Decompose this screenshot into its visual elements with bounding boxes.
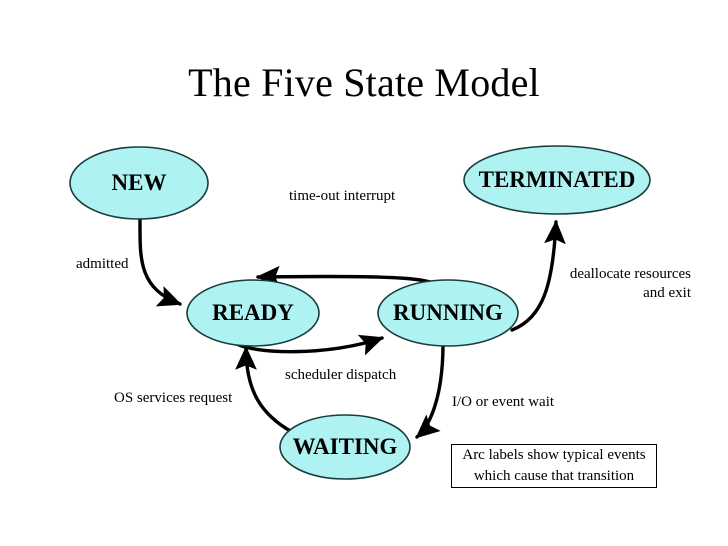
state-node-running[interactable] bbox=[377, 279, 519, 347]
arc-label-os-services-request: OS services request bbox=[114, 390, 233, 406]
state-node-waiting[interactable] bbox=[279, 414, 411, 480]
arc-label-admitted: admitted bbox=[76, 256, 129, 272]
state-node-ready[interactable] bbox=[186, 279, 320, 347]
state-node-new[interactable] bbox=[69, 146, 209, 220]
edge-waiting-to-ready bbox=[235, 345, 294, 434]
legend-line-1: Arc labels show typical events bbox=[462, 447, 646, 463]
legend-box: Arc labels show typical events which cau… bbox=[451, 444, 657, 488]
node-group bbox=[69, 145, 651, 480]
page-title: The Five State Model bbox=[188, 60, 540, 105]
arc-label-scheduler-dispatch: scheduler dispatch bbox=[285, 367, 397, 383]
arc-label-deallocate-line2: and exit bbox=[643, 285, 691, 301]
edge-running-to-waiting bbox=[415, 342, 445, 439]
arc-label-io-or-event-wait: I/O or event wait bbox=[452, 394, 555, 410]
arc-label-deallocate-resources: deallocate resources and exit bbox=[497, 265, 691, 303]
arc-label-timeout-interrupt: time-out interrupt bbox=[289, 188, 396, 204]
legend-line-2: which cause that transition bbox=[473, 468, 635, 484]
edge-running-to-terminated bbox=[510, 219, 566, 332]
arc-label-deallocate-line1: deallocate resources bbox=[569, 266, 691, 282]
edge-new-to-ready bbox=[138, 217, 182, 307]
state-node-terminated[interactable] bbox=[463, 145, 651, 215]
